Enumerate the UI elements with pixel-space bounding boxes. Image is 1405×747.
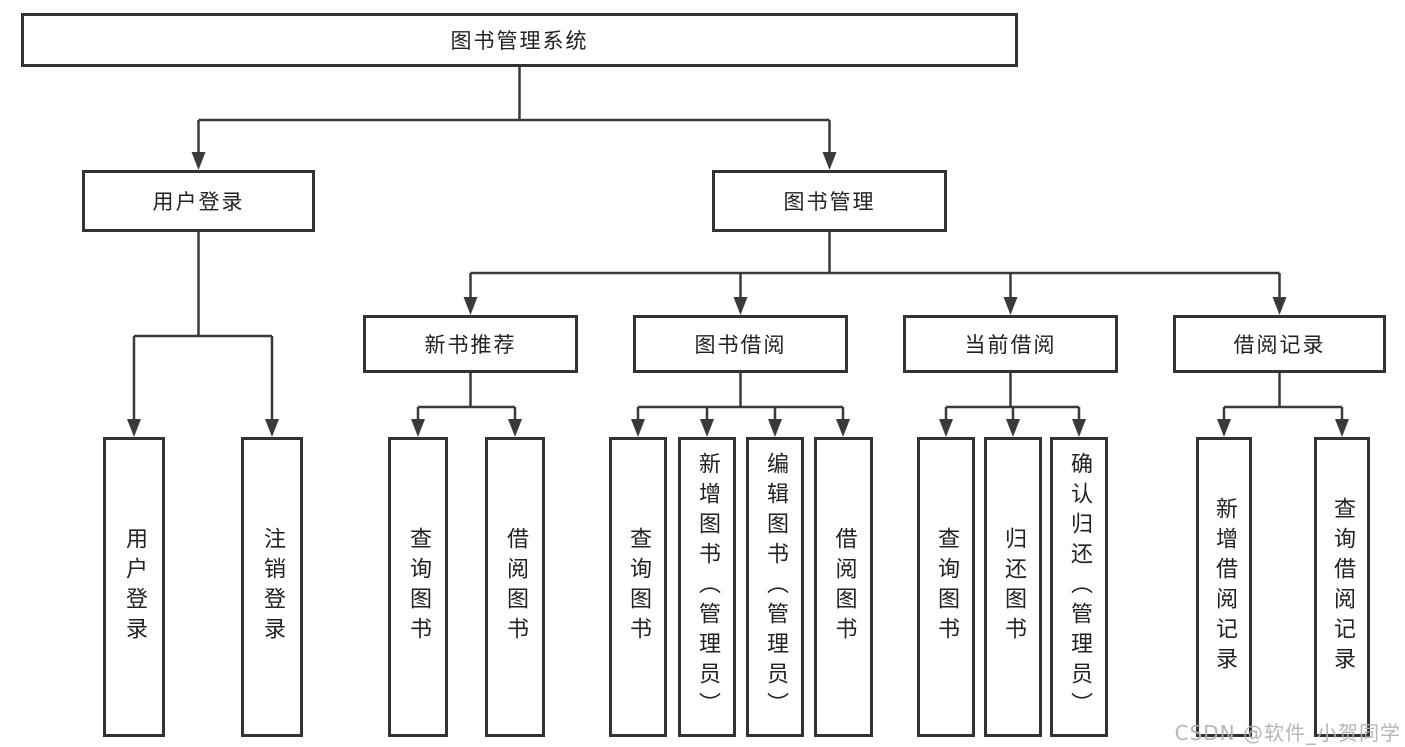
- arrowheads: [127, 152, 1349, 437]
- leaf-add-borrow-record: 新增借阅记录: [1196, 437, 1252, 737]
- leaf-query-books-current: 查询图书: [917, 437, 975, 737]
- node-book-borrow: 图书借阅: [633, 315, 848, 373]
- node-current-borrow-label: 当前借阅: [964, 333, 1057, 357]
- leaf-logout: 注销登录: [241, 437, 303, 737]
- connector-book-mgmt-to-level3: [469, 232, 1281, 305]
- connector-book-borrow-to-leaves: [636, 373, 845, 427]
- leaf-confirm-return-admin: 确认归还（管理员）: [1050, 437, 1108, 737]
- node-user-login-label: 用户登录: [152, 190, 245, 214]
- node-book-management-label: 图书管理: [783, 190, 876, 214]
- connector-root-to-level2: [197, 67, 831, 160]
- node-root-system: 图书管理系统: [21, 13, 1018, 67]
- leaf-query-books-recommend: 查询图书: [388, 437, 448, 737]
- leaf-edit-books-admin: 编辑图书（管理员）: [746, 437, 804, 737]
- node-user-login: 用户登录: [82, 170, 315, 232]
- leaf-add-books-admin: 新增图书（管理员）: [678, 437, 736, 737]
- node-borrow-records: 借阅记录: [1173, 315, 1386, 373]
- node-new-book-recommend: 新书推荐: [363, 315, 578, 373]
- connector-borrow-records-to-leaves: [1222, 373, 1344, 427]
- leaf-user-login: 用户登录: [103, 437, 165, 737]
- leaf-query-borrow-record: 查询借阅记录: [1314, 437, 1370, 737]
- csdn-watermark: CSDN @软件_小贺同学: [1174, 721, 1401, 745]
- connector-current-borrow-to-leaves: [944, 373, 1081, 427]
- node-borrow-records-label: 借阅记录: [1233, 333, 1326, 357]
- connector-new-book-rec-to-leaves: [416, 373, 517, 427]
- leaf-return-books: 归还图书: [984, 437, 1042, 737]
- leaf-query-books-borrow: 查询图书: [609, 437, 667, 737]
- leaf-borrow-books-recommend: 借阅图书: [485, 437, 545, 737]
- node-new-book-recommend-label: 新书推荐: [424, 333, 517, 357]
- node-current-borrow: 当前借阅: [903, 315, 1118, 373]
- node-book-management: 图书管理: [712, 170, 947, 232]
- leaf-borrow-books: 借阅图书: [814, 437, 873, 737]
- node-book-borrow-label: 图书借阅: [694, 333, 787, 357]
- node-root-system-label: 图书管理系统: [450, 29, 589, 53]
- connector-user-login-to-leaves: [132, 232, 274, 427]
